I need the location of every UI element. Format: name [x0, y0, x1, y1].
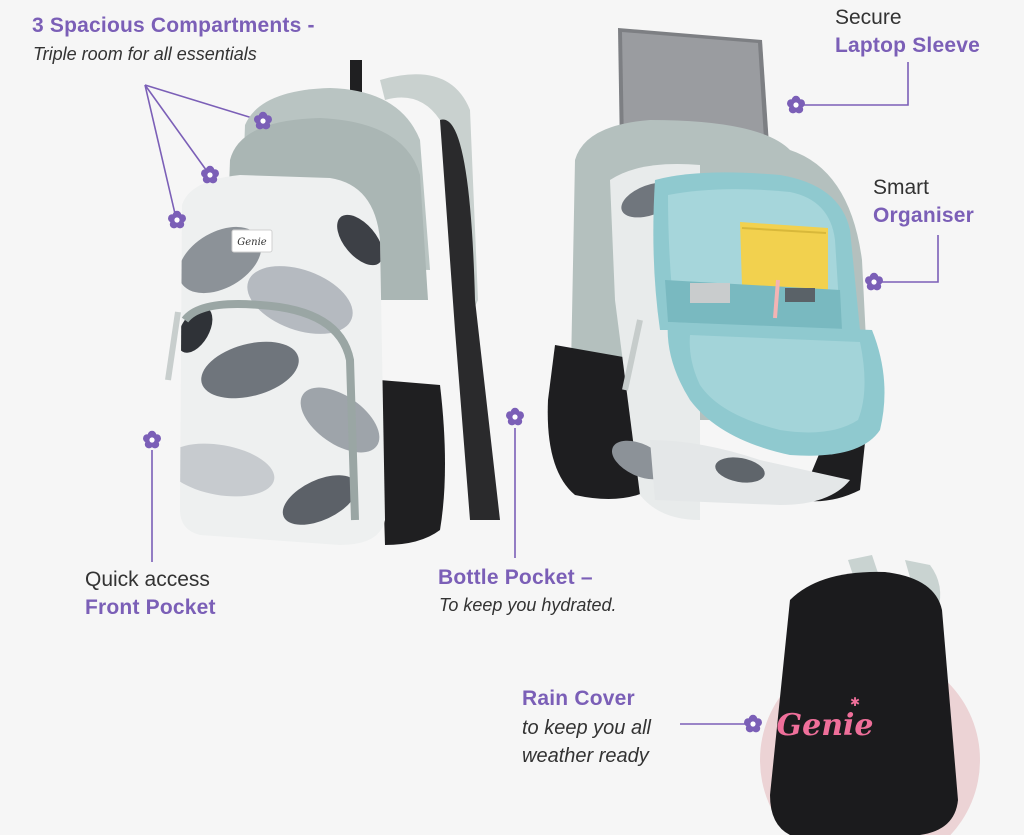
flower-icon: [143, 430, 161, 449]
rain-cover-line2: weather ready: [522, 745, 649, 767]
flower-icon: [744, 714, 762, 733]
backpack-open-view: [547, 28, 885, 520]
front-pocket-title: Front Pocket: [85, 596, 216, 619]
rain-cover-illustration: Genie ✱: [760, 555, 980, 835]
rain-cover-logo-star: ✱: [850, 695, 860, 709]
rain-cover-title: Rain Cover: [522, 687, 635, 710]
compartments-subtitle: Triple room for all essentials: [33, 44, 257, 64]
flower-icon: [201, 165, 219, 184]
flower-icon: [506, 407, 524, 426]
laptop-title: Laptop Sleeve: [835, 34, 980, 57]
backpack-front-view: Genie: [165, 60, 500, 545]
bottle-pocket-subtitle: To keep you hydrated.: [439, 595, 617, 615]
flower-icon: [787, 95, 805, 114]
connector-lines: [144, 62, 939, 725]
organiser-label-line1: Smart: [873, 176, 930, 199]
bottle-pocket-title: Bottle Pocket –: [438, 566, 593, 589]
laptop-label-line1: Secure: [835, 6, 902, 29]
organiser-title: Organiser: [873, 204, 975, 227]
flower-icon: [865, 272, 883, 291]
front-pocket-label-line1: Quick access: [85, 568, 210, 591]
compartments-title: 3 Spacious Compartments -: [32, 14, 315, 37]
rain-cover-logo-text: Genie: [776, 708, 873, 743]
front-logo-text: Genie: [237, 237, 267, 248]
rain-cover-line1: to keep you all: [522, 717, 651, 739]
